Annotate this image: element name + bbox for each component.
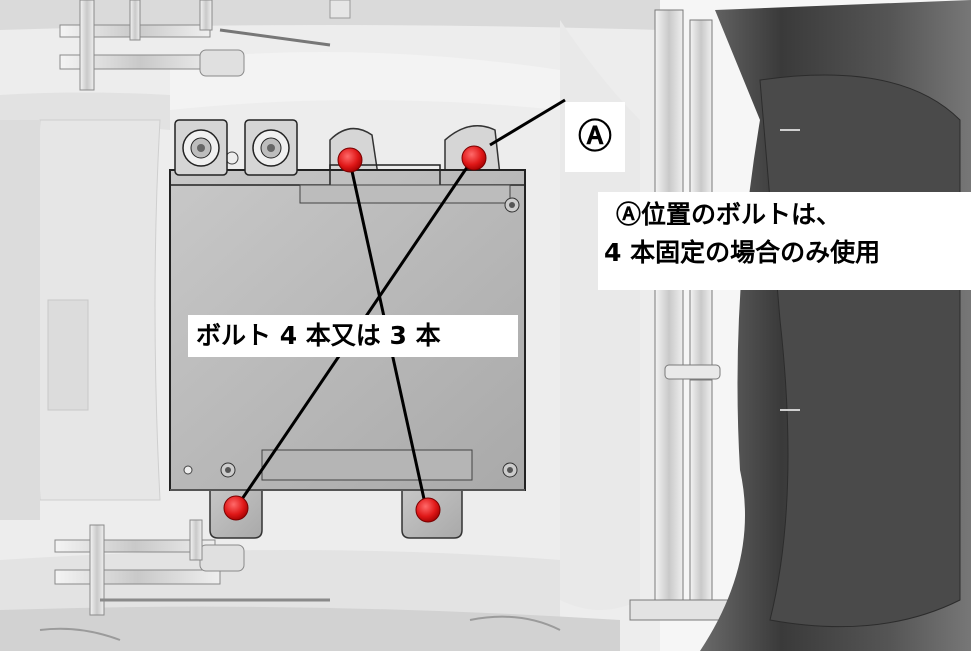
note-line-1: Ⓐ位置のボルトは、 [616, 200, 842, 229]
bolt-top-left [337, 147, 363, 173]
position-a-note: Ⓐ位置のボルトは、 4 本固定の場合のみ使用 [598, 192, 971, 290]
note-line-2: 4 本固定の場合のみ使用 [604, 238, 881, 267]
bolt-bottom-left [223, 495, 249, 521]
bolt-bottom-right [415, 497, 441, 523]
right-frame [629, 0, 971, 651]
top-hinge-hardware [59, 0, 351, 91]
bolt-top-right-optional [461, 145, 487, 171]
bolt-count-label: ボルト 4 本又は 3 本 [188, 315, 518, 357]
connector-left [174, 119, 228, 176]
bottom-hinge-hardware [54, 519, 330, 616]
position-a-marker: Ⓐ [565, 102, 625, 172]
connector-right [244, 119, 298, 176]
